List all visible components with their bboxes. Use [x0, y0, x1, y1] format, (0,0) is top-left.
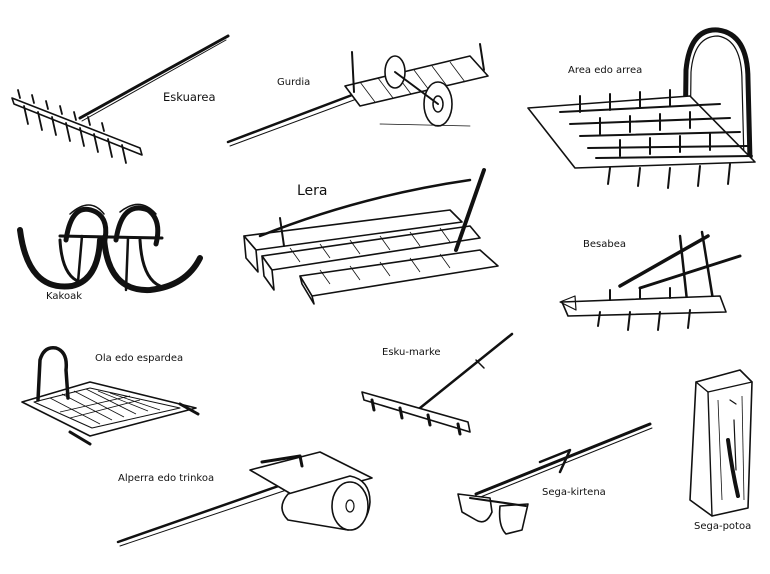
label-alperra: Alperra edo trinkoa — [118, 473, 215, 484]
label-eskuarea: Eskuarea — [163, 90, 216, 104]
eskuarea-drawing — [11, 34, 230, 164]
label-kakoak: Kakoak — [46, 291, 82, 302]
gurdia-drawing — [226, 43, 489, 147]
sega-potoa-drawing — [689, 369, 753, 517]
label-gurdia: Gurdia — [277, 77, 311, 88]
area-drawing — [527, 27, 756, 189]
label-esku-marke: Esku-marke — [382, 347, 441, 358]
label-lera: Lera — [297, 183, 328, 199]
esku-marke-drawing — [361, 332, 514, 436]
alperra-drawing — [116, 451, 373, 547]
label-ola: Ola edo espardea — [95, 353, 184, 364]
label-area: Area edo arrea — [568, 65, 643, 76]
label-sega-kirtena: Sega-kirtena — [542, 487, 606, 498]
label-sega-potoa: Sega-potoa — [694, 521, 752, 532]
ola-drawing — [21, 346, 200, 446]
kakoak-drawing — [17, 203, 203, 294]
besabea-drawing — [559, 230, 742, 331]
lera-drawing — [243, 168, 499, 305]
sega-kirtena-drawing — [457, 422, 653, 535]
label-besabea: Besabea — [583, 239, 626, 250]
